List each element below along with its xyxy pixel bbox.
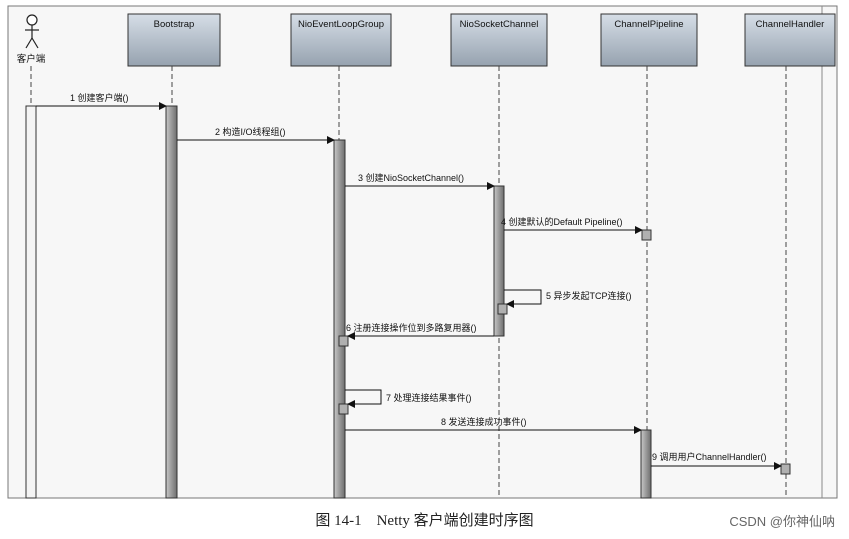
actor-head-icon: [26, 14, 38, 26]
activation-niosocketchannel-5: [497, 303, 508, 315]
participant-label: Bootstrap: [154, 19, 195, 30]
message-7-label: 7 处理连接结果事件(): [386, 392, 472, 403]
message-5-arrow: [504, 289, 542, 308]
participant-nioeventloopgroup: NioEventLoopGroup: [290, 13, 392, 67]
participant-niosocketchannel: NioSocketChannel: [450, 13, 548, 67]
activation-channelpipeline-4: [641, 229, 652, 241]
activation-channelhandler: [780, 463, 791, 475]
message-3-label: 3 创建NioSocketChannel(): [358, 172, 464, 183]
activation-niosocketchannel: [493, 185, 505, 337]
message-7-arrow: [345, 389, 382, 408]
message-arrows: [36, 102, 782, 470]
message-9-label: 9 调用用户ChannelHandler(): [652, 451, 767, 462]
watermark: CSDN @你神仙呐: [729, 514, 835, 529]
activation-nioeventloopgroup: [333, 139, 346, 499]
diagram-frame: [7, 5, 838, 499]
activations: [25, 105, 791, 499]
activation-bootstrap: [165, 105, 178, 499]
message-6-label: 6 注册连接操作位到多路复用器(): [346, 322, 477, 333]
participant-channelpipeline: ChannelPipeline: [600, 13, 698, 67]
message-1-label: 1 创建客户端(): [70, 92, 129, 103]
activation-nioeventloopgroup-6: [338, 335, 349, 347]
message-5-label: 5 异步发起TCP连接(): [546, 290, 632, 301]
message-4-label: 4 创建默认的Default Pipeline(): [501, 216, 623, 227]
message-2-label: 2 构造I/O线程组(): [215, 126, 286, 137]
actor-client: 客户端: [17, 14, 46, 65]
figure-caption: 图 14-1 Netty 客户端创建时序图: [315, 513, 534, 529]
actor-label: 客户端: [17, 53, 46, 65]
participant-label: ChannelHandler: [756, 19, 825, 30]
activation-nioeventloopgroup-7: [338, 403, 349, 415]
participant-channelhandler: ChannelHandler: [744, 13, 836, 67]
participant-label: NioSocketChannel: [460, 19, 539, 30]
activation-channelpipeline: [640, 429, 652, 499]
activation-client: [25, 105, 37, 499]
participant-label: NioEventLoopGroup: [298, 19, 384, 30]
participant-bootstrap: Bootstrap: [127, 13, 221, 67]
participant-label: ChannelPipeline: [614, 19, 683, 30]
message-8-label: 8 发送连接成功事件(): [441, 416, 527, 427]
sequence-diagram: 客户端 Bootstrap NioEventLoopGroup NioSocke…: [7, 5, 838, 499]
